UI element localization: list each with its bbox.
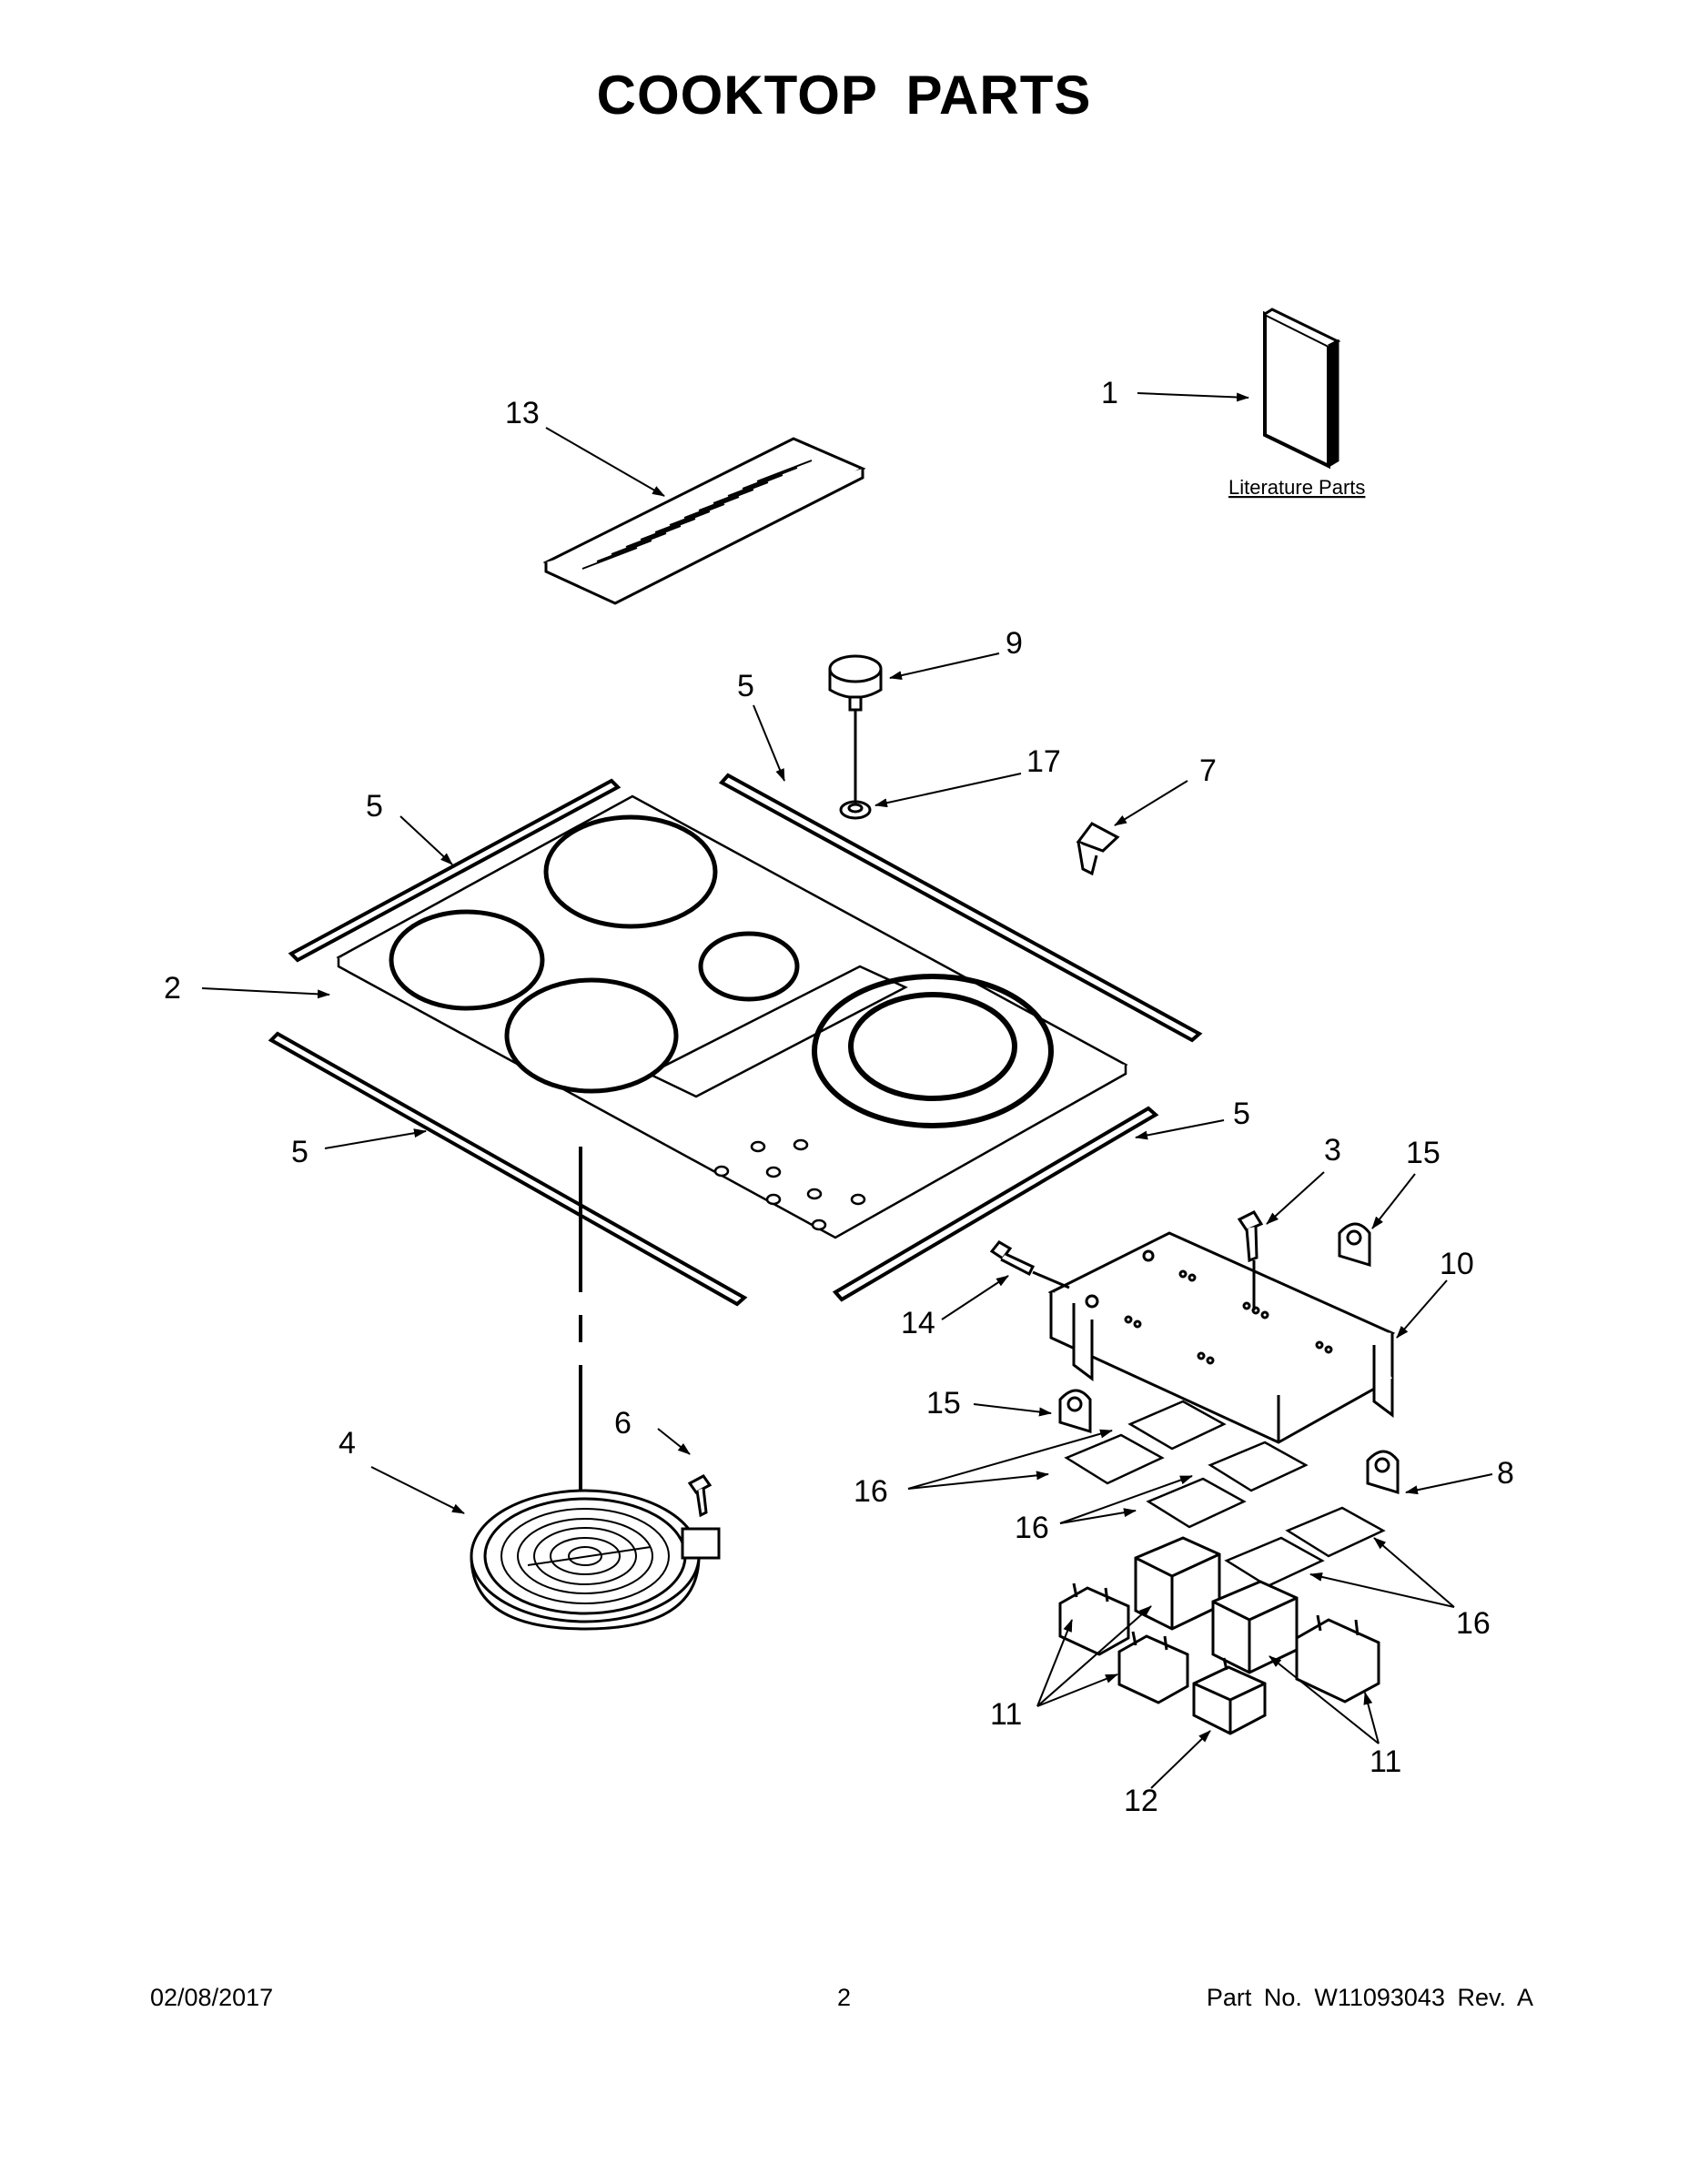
- callout-5-bottom: 5: [291, 1135, 308, 1169]
- switch-12: [1192, 1657, 1267, 1735]
- standoff-15-lower: [1058, 1389, 1092, 1434]
- callout-7: 7: [1199, 753, 1217, 788]
- radiant-element: [470, 1489, 721, 1631]
- callout-5-right: 5: [1233, 1097, 1250, 1131]
- callout-8: 8: [1497, 1456, 1514, 1491]
- vent-grille: [542, 437, 866, 605]
- callout-16-right: 16: [1456, 1606, 1491, 1641]
- grommet: [839, 800, 872, 820]
- callout-13: 13: [505, 396, 540, 430]
- callout-15-bottom: 15: [926, 1386, 961, 1421]
- screw-14-alignment-line: [1032, 1270, 1070, 1289]
- callout-12: 12: [1124, 1784, 1158, 1818]
- leader-lines: [201, 392, 1493, 1789]
- footer-page-number: 2: [836, 1984, 852, 2011]
- callout-4: 4: [339, 1426, 356, 1461]
- callout-1: 1: [1101, 376, 1118, 410]
- callout-17: 17: [1026, 744, 1061, 779]
- callout-3: 3: [1324, 1133, 1341, 1168]
- switch-c: [1058, 1582, 1130, 1656]
- page-title: COOKTOP PARTS: [596, 65, 1092, 126]
- gasket-strip-upper-right: [718, 773, 1203, 1043]
- callout-2: 2: [164, 971, 181, 1006]
- cooktop-glass: [336, 794, 1128, 1239]
- callout-16-middle: 16: [1015, 1511, 1049, 1545]
- literature-book: [1263, 308, 1341, 470]
- screw-14: [989, 1240, 1036, 1277]
- control-knob: [828, 654, 883, 712]
- callout-11-right: 11: [1370, 1744, 1401, 1779]
- callout-10: 10: [1440, 1247, 1474, 1281]
- screw-3: [1237, 1210, 1264, 1263]
- literature-parts-label: Literature Parts: [1228, 476, 1365, 499]
- gasket-strip-lower-right: [832, 1106, 1159, 1302]
- callout-6: 6: [614, 1406, 632, 1441]
- insulator-pads: [1064, 1400, 1386, 1588]
- callout-15-top: 15: [1406, 1136, 1440, 1170]
- dual-element-ring: [812, 974, 1054, 1128]
- infinite-switch-b: [1211, 1580, 1299, 1674]
- callout-16-left: 16: [854, 1474, 888, 1509]
- clip: [1076, 822, 1120, 876]
- infinite-switch-a: [1134, 1536, 1221, 1631]
- callout-5-left: 5: [366, 789, 383, 824]
- standoff-8: [1366, 1450, 1400, 1495]
- callout-9: 9: [1006, 626, 1023, 661]
- control-bracket: [1047, 1231, 1396, 1444]
- standoff-15-upper: [1338, 1222, 1371, 1268]
- footer-part-number: Part No. W11093043 Rev. A: [1206, 1984, 1533, 2011]
- footer-date: 02/08/2017: [150, 1984, 274, 2011]
- gasket-strip-upper-left: [288, 778, 622, 963]
- switch-d: [1117, 1631, 1189, 1704]
- callout-14: 14: [901, 1306, 935, 1340]
- screw-6: [687, 1474, 713, 1518]
- callout-5-top: 5: [737, 669, 754, 703]
- callout-11-left: 11: [990, 1697, 1022, 1732]
- gasket-strip-lower-left: [268, 1031, 748, 1307]
